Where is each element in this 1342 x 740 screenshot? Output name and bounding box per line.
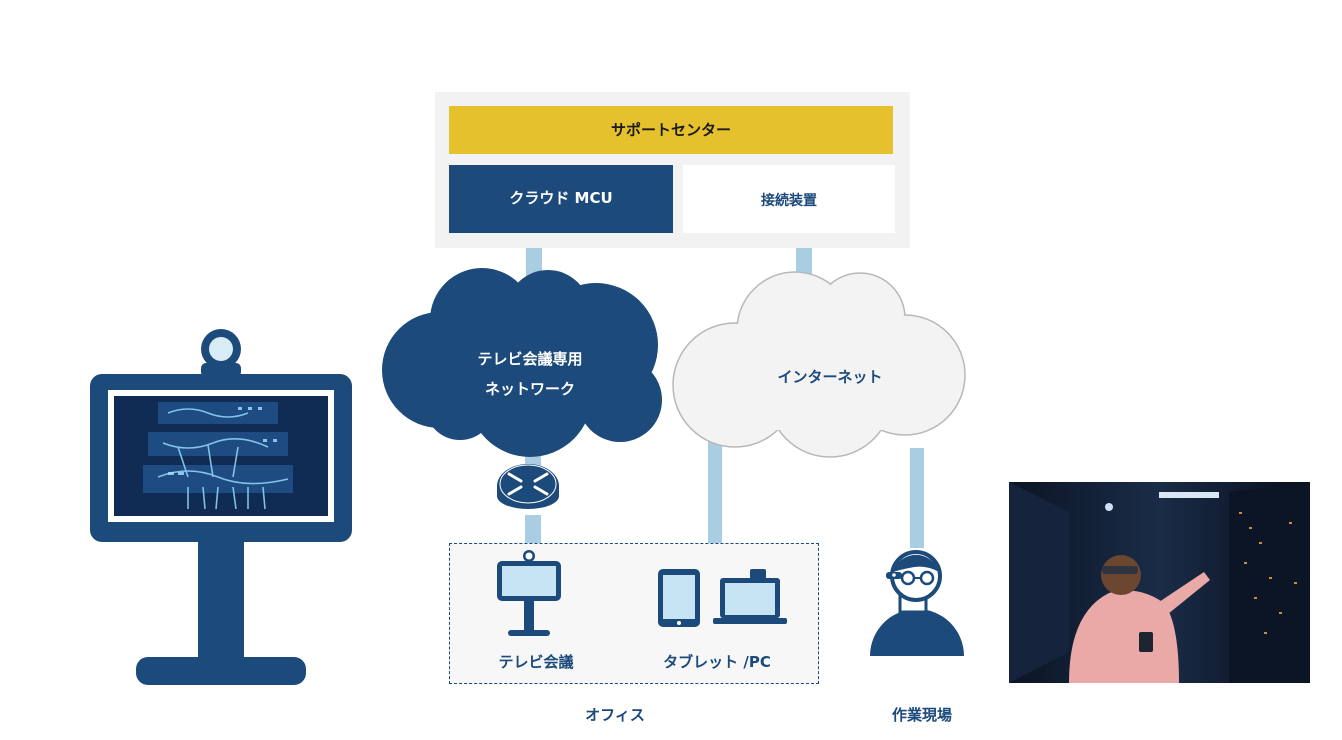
connector-router-to-office: [525, 515, 541, 545]
tablet-pc-label: タブレット /PC: [663, 653, 771, 671]
dedicated-network-label-line1: テレビ会議専用: [477, 350, 583, 368]
large-video-conference-terminal-icon: [90, 329, 352, 685]
cloud-mcu-box: クラウド MCU: [449, 165, 673, 233]
support-center-title: サポートセンター: [449, 106, 893, 154]
laptop-icon: [713, 569, 787, 624]
connector-internet-to-worker: [910, 448, 924, 548]
router-icon: [497, 464, 559, 509]
tablet-icon: [658, 569, 700, 627]
video-conference-unit-icon: [497, 550, 561, 636]
field-worker-photo: [1009, 482, 1310, 683]
worker-with-smart-glasses-icon: [870, 550, 964, 656]
internet-label: インターネット: [777, 368, 883, 386]
connector-internet-to-tablet: [708, 438, 722, 568]
dedicated-network-label-line2: ネットワーク: [484, 380, 575, 398]
office-caption: オフィス: [585, 706, 645, 724]
video-conference-label: テレビ会議: [498, 653, 574, 671]
gateway-box: 接続装置: [683, 165, 895, 233]
field-site-caption: 作業現場: [891, 706, 952, 724]
